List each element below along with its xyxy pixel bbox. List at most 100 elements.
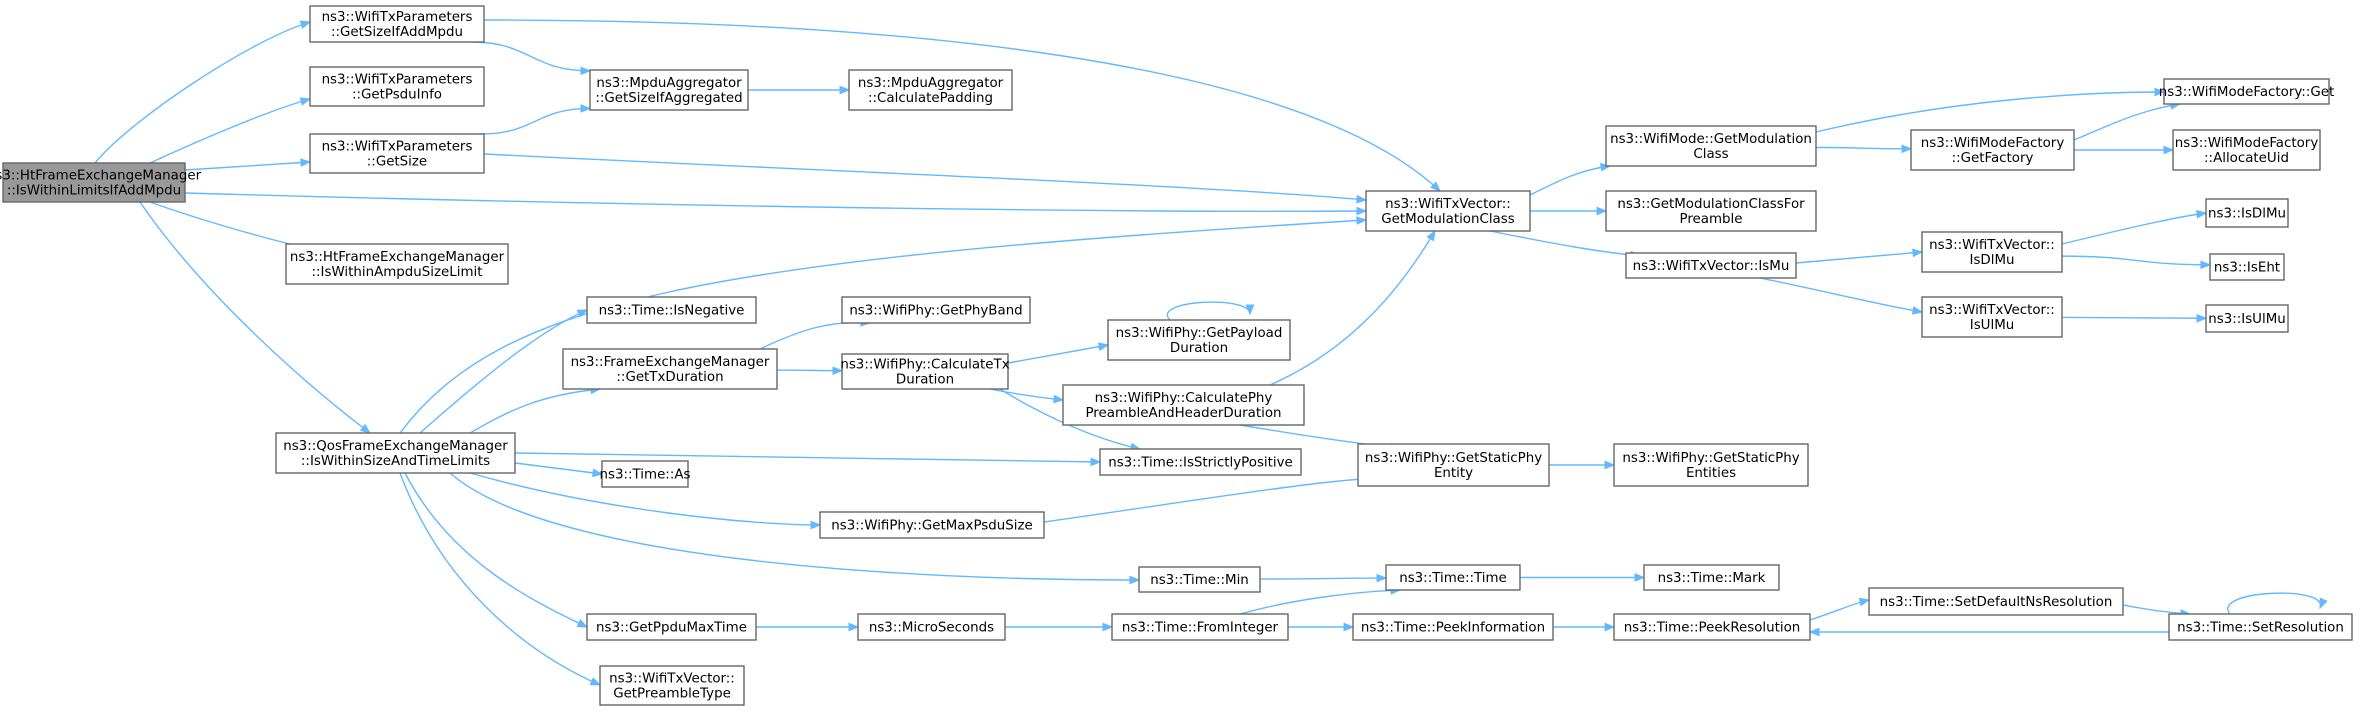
node-txIsDlMu[interactable]: ns3::WifiTxVector::IsDlMu <box>1921 231 2063 273</box>
edge-getSize-to-getSizeIfAggregated <box>480 107 591 135</box>
node-getPsduInfo[interactable]: ns3::WifiTxParameters::GetPsduInfo <box>309 66 485 107</box>
node-getModulationClass[interactable]: ns3::WifiTxVector::GetModulationClass <box>1365 190 1531 232</box>
node-isWithinAmpdu[interactable]: ns3::HtFrameExchangeManager::IsWithinAmp… <box>285 243 509 285</box>
edge-root-to-isWithinAmpdu <box>149 201 316 251</box>
node-label: ns3::IsEht <box>2214 261 2280 276</box>
node-label: ns3::QosFrameExchangeManager <box>283 439 508 454</box>
edge-calcPhyPreamble-to-getModulationClass <box>1269 230 1436 386</box>
node-getMaxPsduSize[interactable]: ns3::WifiPhy::GetMaxPsduSize <box>819 511 1045 539</box>
node-isUlMu[interactable]: ns3::IsUlMu <box>2205 304 2289 333</box>
node-box <box>1643 564 1780 591</box>
node-box <box>1357 443 1550 487</box>
edge-qosWithin-to-timeAs <box>514 462 603 475</box>
edge-qosWithin-to-getTxDuration <box>469 388 601 434</box>
node-label: Entities <box>1686 466 1736 481</box>
node-timeTime[interactable]: ns3::Time::Time <box>1385 564 1521 591</box>
edge-getModulationClass-to-modeGetModulation <box>1529 165 1611 196</box>
node-timeIsNegative[interactable]: ns3::Time::IsNegative <box>586 296 757 324</box>
node-allocateUid[interactable]: ns3::WifiModeFactory::AllocateUid <box>2172 129 2321 171</box>
edge-qosWithin-to-getMaxPsduSize-arrowhead <box>810 520 822 530</box>
node-label: ns3::Time::IsNegative <box>599 304 745 319</box>
node-calculatePadding[interactable]: ns3::MpduAggregator::CalculatePadding <box>848 69 1013 111</box>
node-factoryGet[interactable]: ns3::WifiModeFactory::Get <box>2159 78 2334 105</box>
node-getPreambleType[interactable]: ns3::WifiTxVector::GetPreambleType <box>599 665 745 706</box>
node-root[interactable]: ns3::HtFrameExchangeManager::IsWithinLim… <box>0 162 202 203</box>
node-getPpduMaxTime[interactable]: ns3::GetPpduMaxTime <box>586 613 757 641</box>
edge-txIsDlMu-to-isDlMu <box>2061 212 2207 245</box>
node-timeMin[interactable]: ns3::Time::Min <box>1138 566 1261 593</box>
edge-qosWithin-to-timeMin-arrowhead <box>1129 575 1141 585</box>
node-getTxDuration[interactable]: ns3::FrameExchangeManager::GetTxDuration <box>562 348 778 390</box>
node-box <box>2205 198 2289 228</box>
node-microSeconds[interactable]: ns3::MicroSeconds <box>857 613 1006 641</box>
edge-root-to-getPsduInfo <box>149 98 311 164</box>
node-label: ns3::WifiTxParameters <box>322 10 473 25</box>
node-getPhyBand[interactable]: ns3::WifiPhy::GetPhyBand <box>841 296 1031 324</box>
node-label: ::GetTxDuration <box>616 370 723 385</box>
node-label: IsUlMu <box>1970 318 2015 333</box>
node-label: ns3::Time::Time <box>1399 571 1507 586</box>
node-label: Entity <box>1434 466 1473 481</box>
node-getSizeIfAggregated[interactable]: ns3::MpduAggregator::GetSizeIfAggregated <box>589 69 749 111</box>
node-label: ::GetSizeIfAggregated <box>595 91 742 106</box>
edge-qosWithin-to-getPpduMaxTime <box>404 472 588 628</box>
node-box <box>1910 129 2075 171</box>
node-box <box>841 353 1009 390</box>
node-box <box>589 69 749 111</box>
node-label: ns3::Time::PeekInformation <box>1361 621 1545 636</box>
edge-modeGetModulation-to-getFactory <box>1815 146 1912 150</box>
node-box <box>857 613 1006 641</box>
edge-qosWithin-to-getPreambleType <box>399 472 601 686</box>
edge-isMu-to-txIsUlMu-arrowhead <box>1911 306 1924 315</box>
edge-calculateTxDuration-to-isStrictlyPositive <box>999 388 1141 450</box>
node-label: ns3::Time::FromInteger <box>1122 621 1279 636</box>
node-timeMark[interactable]: ns3::Time::Mark <box>1643 564 1780 591</box>
node-box <box>1921 231 2063 273</box>
node-calcPhyPreamble[interactable]: ns3::WifiPhy::CalculatePhyPreambleAndHea… <box>1062 384 1305 426</box>
node-label: ns3::WifiModeFactory::Get <box>2159 85 2334 100</box>
node-label: ns3::WifiTxVector:: <box>1385 197 1511 212</box>
node-fromInteger[interactable]: ns3::Time::FromInteger <box>1111 613 1289 641</box>
edge-calculateTxDuration-to-getPayloadDuration <box>1007 344 1109 364</box>
edge-qosWithin-to-getPpduMaxTime-arrowhead <box>576 619 589 628</box>
node-label: ns3::WifiTxParameters <box>322 73 473 88</box>
node-setResolution[interactable]: ns3::Time::SetResolution <box>2168 613 2353 641</box>
node-getFactory[interactable]: ns3::WifiModeFactory::GetFactory <box>1910 129 2075 171</box>
node-modeGetModulation[interactable]: ns3::WifiMode::GetModulationClass <box>1605 125 1817 167</box>
edge-qosWithin-to-timeAs-arrowhead <box>592 468 604 478</box>
edge-qosWithin-to-getPreambleType-arrowhead <box>589 677 602 686</box>
node-label: ns3::WifiTxParameters <box>322 140 473 155</box>
node-getSizeIfAddMpdu[interactable]: ns3::WifiTxParameters::GetSizeIfAddMpdu <box>309 5 485 43</box>
node-box <box>309 5 485 43</box>
node-label: ns3::Time::SetResolution <box>2177 621 2344 636</box>
node-setDefaultNsResolution[interactable]: ns3::Time::SetDefaultNsResolution <box>1868 587 2124 616</box>
node-isDlMu[interactable]: ns3::IsDlMu <box>2205 198 2289 228</box>
edge-getStaticPhyEntity-to-getStaticPhyEntities-arrowhead <box>1604 460 1616 470</box>
edge-root-to-getModulationClass-arrowhead <box>1356 206 1368 216</box>
node-isMu[interactable]: ns3::WifiTxVector::IsMu <box>1625 252 1797 279</box>
node-peekResolution[interactable]: ns3::Time::PeekResolution <box>1613 613 1811 641</box>
edge-setResolution-to-peekResolution-arrowhead <box>1808 627 1820 637</box>
edge-fromInteger-to-peekInformation-arrowhead <box>1343 622 1355 632</box>
node-isEht[interactable]: ns3::IsEht <box>2209 253 2285 281</box>
node-box <box>2 162 186 203</box>
node-box <box>2168 613 2353 641</box>
node-isStrictlyPositive[interactable]: ns3::Time::IsStrictlyPositive <box>1099 448 1302 476</box>
node-txIsUlMu[interactable]: ns3::WifiTxVector::IsUlMu <box>1921 296 2063 338</box>
node-label: ns3::MpduAggregator <box>596 76 742 91</box>
node-qosWithin[interactable]: ns3::QosFrameExchangeManager::IsWithinSi… <box>275 432 516 474</box>
node-label: ::AllocateUid <box>2204 151 2289 166</box>
node-label: ns3::MpduAggregator <box>858 76 1004 91</box>
edge-calculateTxDuration-to-calcPhyPreamble-arrowhead <box>1053 394 1065 404</box>
node-box <box>2172 129 2321 171</box>
node-timeAs[interactable]: ns3::Time::As <box>600 460 691 488</box>
edge-calcPhyPreamble-to-getModulationClass-arrowhead <box>1426 229 1436 242</box>
node-getSize[interactable]: ns3::WifiTxParameters::GetSize <box>309 133 485 174</box>
node-peekInformation[interactable]: ns3::Time::PeekInformation <box>1352 613 1554 641</box>
